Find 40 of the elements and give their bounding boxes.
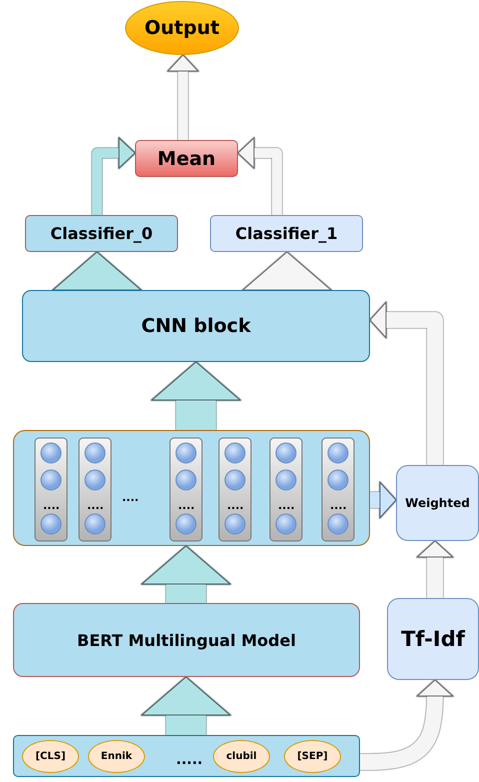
token-strip bbox=[13, 735, 360, 777]
ellipsis-label: .... bbox=[122, 492, 139, 503]
block-arrow bbox=[242, 252, 332, 290]
node-label: CNN block bbox=[141, 315, 251, 337]
block-arrow bbox=[168, 54, 198, 140]
process-box bbox=[396, 465, 479, 541]
block-arrow bbox=[416, 540, 454, 598]
node-label: Classifier_0 bbox=[50, 224, 153, 243]
embedding-panel bbox=[13, 430, 370, 546]
node-label: clubil bbox=[226, 751, 257, 762]
classifier-box bbox=[25, 215, 178, 252]
node-label: Mean bbox=[157, 148, 216, 170]
node-label: [SEP] bbox=[297, 751, 328, 762]
ellipsis-label: ..... bbox=[176, 755, 203, 766]
cnn-block-box bbox=[22, 290, 370, 362]
node-label: Classifier_1 bbox=[235, 224, 338, 243]
block-arrow bbox=[370, 482, 396, 518]
node-label: [CLS] bbox=[35, 751, 66, 762]
model-box bbox=[13, 603, 360, 677]
block-arrow bbox=[142, 546, 230, 603]
ellipsis-label: .... bbox=[178, 500, 195, 511]
node-label: Ennik bbox=[100, 751, 132, 762]
block-arrow bbox=[52, 252, 142, 290]
process-box bbox=[387, 598, 479, 680]
node-label: Tf-Idf bbox=[401, 627, 465, 651]
ellipsis-label: .... bbox=[278, 500, 295, 511]
block-arrow bbox=[92, 138, 136, 215]
ellipsis-label: .... bbox=[87, 500, 104, 511]
block-arrow bbox=[370, 302, 443, 465]
ellipsis-label: .... bbox=[330, 500, 347, 511]
node-label: Output bbox=[144, 17, 220, 39]
node-label: Weighted bbox=[405, 496, 470, 510]
block-arrow bbox=[142, 676, 230, 735]
ellipsis-label: .... bbox=[227, 500, 244, 511]
classifier-box bbox=[210, 215, 363, 252]
node-label: BERT Multilingual Model bbox=[77, 630, 296, 650]
mean-box bbox=[135, 140, 238, 177]
block-arrow bbox=[152, 362, 240, 430]
ellipsis-label: .... bbox=[43, 500, 60, 511]
block-arrow bbox=[238, 138, 282, 215]
